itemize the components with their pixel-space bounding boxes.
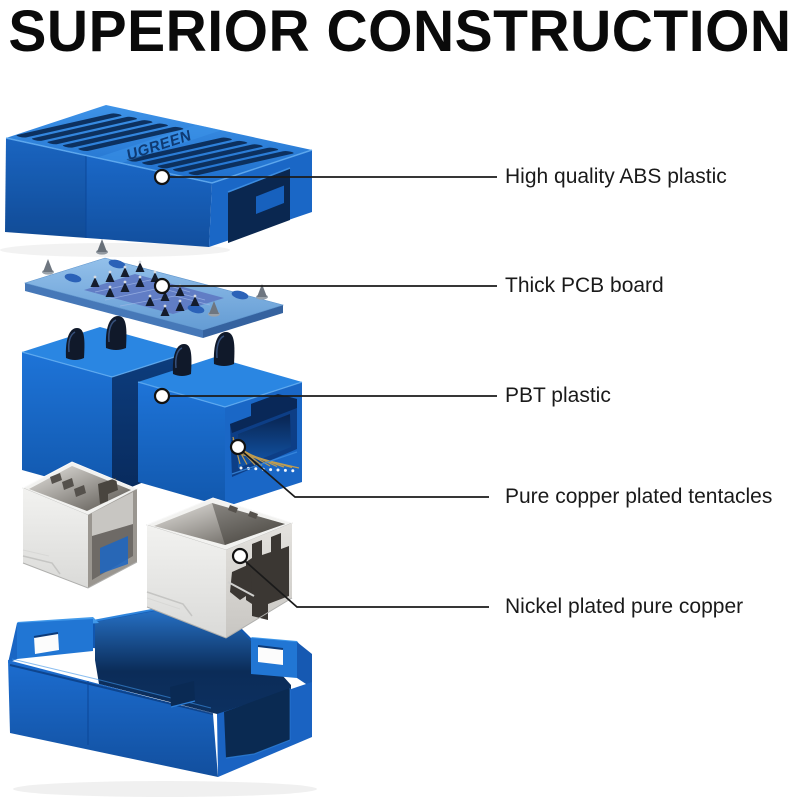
callout-label-nickel: Nickel plated pure copper [505, 595, 744, 618]
pcb-circuit-area [84, 274, 224, 314]
callout-tentacles-line [242, 451, 489, 498]
housing-right-hole [258, 646, 283, 665]
callout-label-abs: High quality ABS plastic [505, 165, 727, 188]
right-shield-interior [154, 503, 285, 545]
left-cube-front [22, 352, 112, 495]
pcb-board-illustration [23, 239, 285, 338]
callout-tentacles-dot [229, 438, 247, 456]
cover-grooves [16, 113, 294, 176]
left-shield-front [23, 488, 88, 588]
cover-front [5, 138, 212, 247]
callout-abs-dot [153, 168, 171, 186]
pcb-holes [64, 259, 249, 314]
left-shield-stamped-cutout [98, 478, 118, 504]
housing-left-hole [34, 633, 59, 654]
right-shield-stamped-cutout [246, 533, 289, 620]
callout-pcb-dot [153, 277, 171, 295]
callout-pbt-dot [153, 387, 171, 405]
callout-label-tentacles: Pure copper plated tentacles [505, 485, 773, 508]
housing-front-face [8, 660, 218, 777]
bottom-housing-illustration [8, 599, 317, 797]
pbt-blocks-illustration [21, 316, 303, 507]
cover-latch-tab [256, 185, 284, 214]
housing-shadow [13, 781, 317, 797]
callout-dots [153, 168, 249, 565]
callout-nickel-line [244, 560, 489, 608]
abs-cover-illustration: UGREEN [0, 105, 313, 257]
cover-logo-band [96, 124, 222, 164]
left-cube-top [22, 327, 190, 377]
pcb-corner-spikes [42, 239, 268, 317]
callout-label-pbt: PBT plastic [505, 384, 611, 407]
left-shield [22, 461, 138, 589]
right-shield-front [147, 525, 226, 638]
housing-socket-opening [224, 688, 290, 758]
callout-nickel-dot [231, 547, 249, 565]
page-title: SUPERIOR CONSTRUCTION [8, 0, 792, 65]
callout-lines [169, 176, 497, 608]
right-cube-front [138, 382, 225, 507]
callout-label-pcb: Thick PCB board [505, 274, 664, 297]
housing-front-hole [170, 681, 195, 707]
cover-shadow [0, 243, 230, 257]
